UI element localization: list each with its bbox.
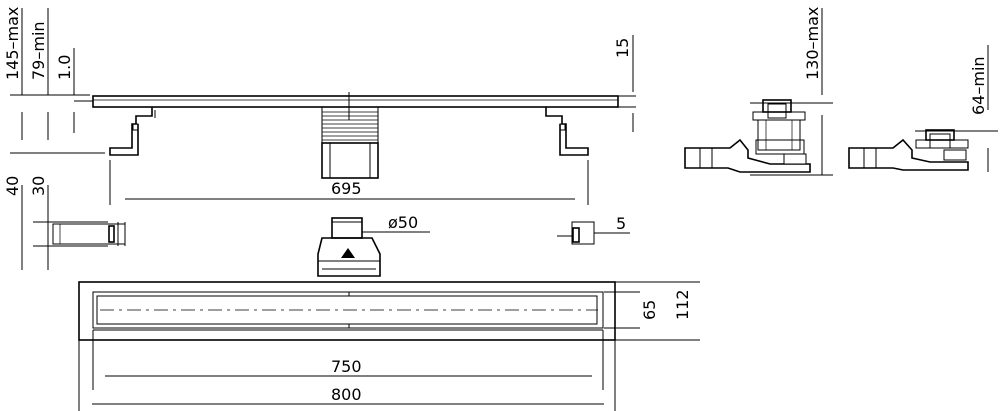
grate-thickness-label: 1.0	[55, 55, 74, 80]
drain-top-view: 65 112 750 800	[78, 281, 700, 411]
channel-end-section: 40 30	[3, 176, 126, 270]
outlet-detail: ø50	[317, 213, 430, 277]
side-view-min: 64–min	[848, 45, 998, 172]
height-min-label: 79–min	[29, 21, 48, 80]
overall-length-label: 800	[331, 385, 362, 404]
outlet-diameter-label: ø50	[388, 213, 418, 232]
height-max-label: 145–max	[3, 7, 22, 80]
outer-width-label: 112	[673, 289, 692, 320]
support-span-label: 695	[331, 179, 362, 198]
side-max-label: 130–max	[803, 7, 822, 80]
wall-end-section: 5	[557, 214, 630, 245]
siphon-ribs	[322, 111, 378, 141]
height-dimensions: 145–max 79–min 1.0	[3, 7, 105, 154]
grate-length-label: 750	[331, 357, 362, 376]
wall-thickness-label: 5	[616, 214, 626, 233]
channel-height-label: 30	[29, 176, 48, 196]
flange-height-label: 15	[613, 38, 632, 58]
side-view-max: 130–max	[684, 7, 833, 176]
side-min-label: 64–min	[969, 56, 988, 115]
outlet-height-label: 40	[3, 176, 22, 196]
drain-side-view: 695 15	[74, 35, 636, 205]
inner-width-label: 65	[640, 300, 659, 320]
